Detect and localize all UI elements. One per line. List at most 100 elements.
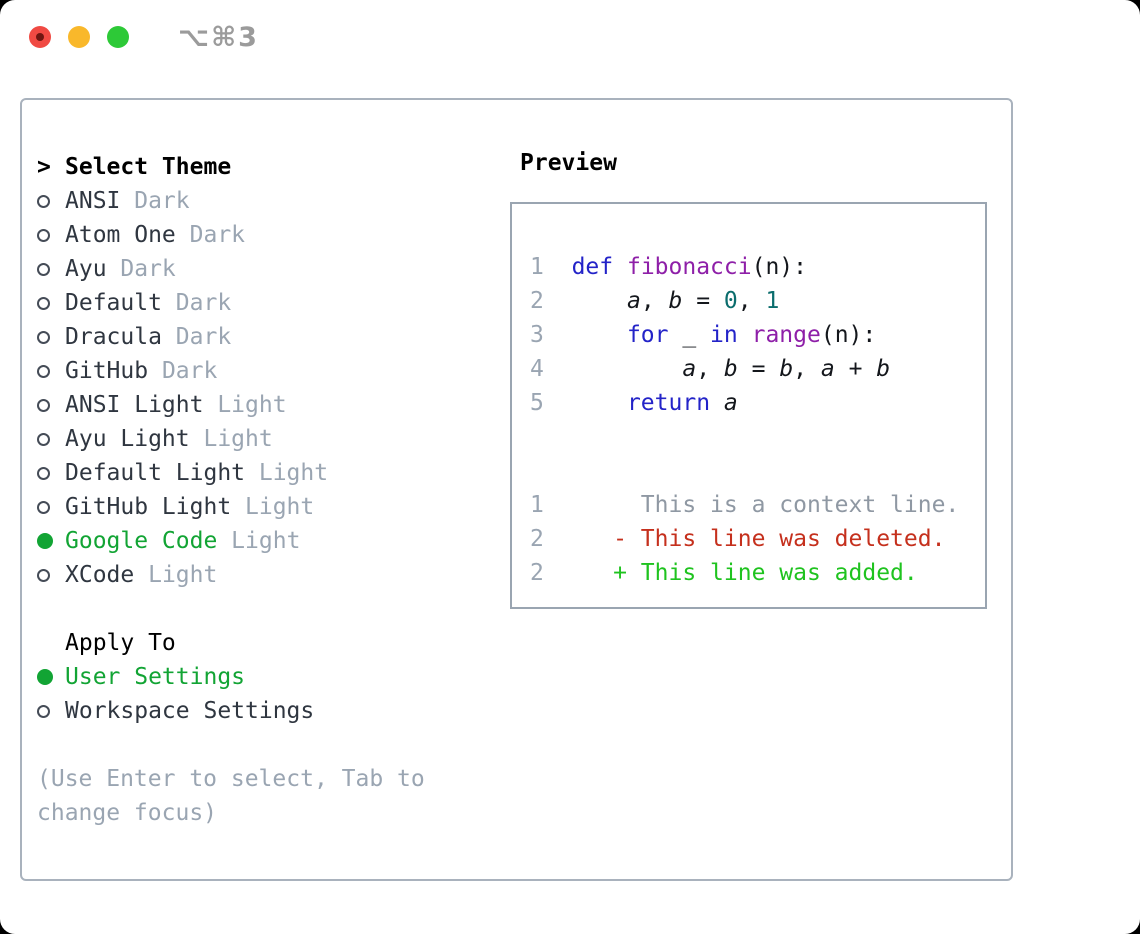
line-number: 2 [530,526,544,552]
code-line: 5 return a [530,390,738,416]
code-line: 1 def fibonacci(n): [530,254,807,280]
titlebar: ⌥⌘3 [0,0,259,74]
theme-name: GitHub [65,358,149,384]
apply-to-header: Apply To [37,626,497,660]
hint-line: (Use Enter to select, Tab to [37,766,425,792]
theme-option-default[interactable]: Default Dark [37,286,497,320]
hint-line: change focus) [37,800,218,826]
radio-marker [37,500,65,514]
diff-text: + This line was added. [613,560,918,586]
line-number: 3 [530,322,544,348]
radio-marker [37,296,65,310]
theme-variant-label: Light [231,494,315,520]
theme-option-github[interactable]: GitHub Dark [37,354,497,388]
spacer [530,424,985,492]
line-number: 1 [530,492,544,518]
radio-marker [37,262,65,276]
theme-variant-label: Light [189,426,273,452]
radio-icon [37,398,50,412]
apply-option-workspace-settings[interactable]: Workspace Settings [37,694,497,728]
theme-option-google-code[interactable]: Google Code Light [37,524,497,558]
theme-name: XCode [65,562,135,588]
diff-line-context: 1 This is a context line. [530,492,985,526]
radio-marker [37,669,65,685]
radio-marker [37,194,65,208]
code-line: 4 a, b = b, a + b [530,356,891,382]
line-number: 1 [530,254,544,280]
theme-name: Default Light [65,460,246,486]
line-number: 5 [530,390,544,416]
theme-option-default-light[interactable]: Default Light Light [37,456,497,490]
line-number: 2 [530,560,544,586]
theme-name: ANSI [65,188,121,214]
select-theme-title: Select Theme [65,154,232,180]
radio-marker [37,466,65,480]
radio-icon [37,466,50,480]
theme-variant-label: Light [245,460,329,486]
radio-icon [37,228,50,242]
preview-title: Preview [520,150,617,176]
radio-marker [37,364,65,378]
apply-option-label: Workspace Settings [65,698,315,724]
spacer [37,592,497,626]
zoom-button[interactable] [107,26,129,48]
line-number: 4 [530,356,544,382]
theme-variant-label: Light [203,392,287,418]
radio-marker [37,228,65,242]
theme-name: GitHub Light [65,494,232,520]
radio-marker [37,432,65,446]
theme-variant-label: Light [217,528,301,554]
window-title: ⌥⌘3 [178,21,259,53]
code-line: 2 a, b = 0, 1 [530,288,780,314]
theme-option-ayu-light[interactable]: Ayu Light Light [37,422,497,456]
apply-option-user-settings[interactable]: User Settings [37,660,497,694]
theme-variant-label: Dark [148,358,218,384]
radio-selected-icon [37,669,53,685]
theme-name: Dracula [65,324,162,350]
diff-line-deleted: 2 - This line was deleted. [530,526,985,560]
diff-block: 1 This is a context line.2 - This line w… [530,492,985,594]
apply-to-title: Apply To [65,630,176,656]
theme-option-github-light[interactable]: GitHub Light Light [37,490,497,524]
preview-panel: Preview 1 def fibonacci(n): 2 a, b = 0, 1… [500,100,1000,609]
radio-icon [37,500,50,514]
theme-option-atom-one[interactable]: Atom One Dark [37,218,497,252]
close-button[interactable] [29,26,51,48]
diff-text: This is a context line. [640,492,960,518]
theme-option-ayu[interactable]: Ayu Dark [37,252,497,286]
theme-name: Atom One [65,222,176,248]
theme-option-dracula[interactable]: Dracula Dark [37,320,497,354]
theme-option-xcode[interactable]: XCode Light [37,558,497,592]
theme-name: Google Code [65,528,218,554]
radio-icon [37,704,50,718]
theme-variant-label: Dark [120,188,190,214]
radio-marker [37,330,65,344]
diff-text: - This line was deleted. [613,526,946,552]
radio-icon [37,296,50,310]
radio-icon [37,568,50,582]
radio-marker [37,568,65,582]
theme-option-ansi[interactable]: ANSI Dark [37,184,497,218]
theme-variant-label: Dark [175,222,246,248]
radio-marker [37,704,65,718]
theme-variant-label: Dark [106,256,176,282]
radio-icon [37,364,50,378]
theme-name: ANSI Light [65,392,204,418]
theme-name: Ayu Light [65,426,190,452]
diff-line-added: 2 + This line was added. [530,560,985,594]
radio-icon [37,432,50,446]
theme-option-ansi-light[interactable]: ANSI Light Light [37,388,497,422]
theme-variant-label: Dark [161,290,232,316]
radio-selected-icon [37,533,53,549]
radio-icon [37,194,50,208]
theme-name: Ayu [65,256,107,282]
minimize-button[interactable] [68,26,90,48]
theme-variant-label: Dark [161,324,232,350]
caret-icon: > [37,154,51,180]
